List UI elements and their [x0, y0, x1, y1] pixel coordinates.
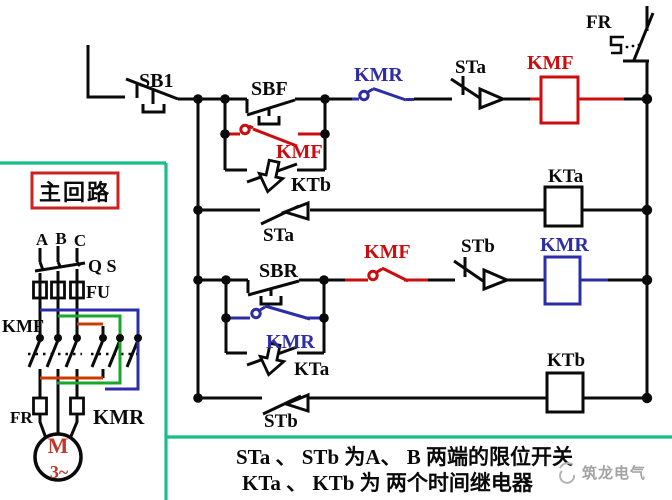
- rung2-wire: [198, 204, 647, 226]
- fuse-c: [69, 280, 85, 300]
- kmr-aux-contact-symbol: [259, 304, 322, 321]
- stb2-roller: [281, 392, 310, 414]
- motor-circle: [33, 432, 83, 482]
- label-sb1: SB1: [139, 70, 173, 92]
- main-labels: 主回路 A B C Q S FU KMF KMR FR M 3~: [2, 180, 145, 482]
- ktb-delay-arrow-icon: [256, 158, 286, 194]
- label-ktb-coil: KTb: [547, 350, 585, 371]
- junction-dots: [193, 43, 653, 404]
- label-ktb-contact: KTb: [291, 174, 331, 196]
- kmf-red-elements: [227, 75, 624, 283]
- label-fr-main: FR: [10, 408, 33, 427]
- sta2-roller: [280, 200, 310, 222]
- label-sta-no: STa: [263, 225, 294, 246]
- kmr-blue-elements: [228, 87, 608, 321]
- label-qs: Q S: [88, 256, 117, 276]
- ktb-coil-box: [545, 371, 585, 414]
- fuse-a: [32, 280, 48, 300]
- kmf-aux-contact-symbol: [248, 124, 323, 148]
- sta1-roller: [478, 86, 507, 111]
- motor-leads: [38, 390, 79, 442]
- stb-nc-limit-switch-symbol: [453, 257, 487, 285]
- sbf-forward-button-symbol: [245, 98, 296, 126]
- rung4-wire: [198, 394, 647, 416]
- qs-switch-symbol: [34, 261, 86, 273]
- note-line2: KTa 、 KTb 为 两个时间继电器: [242, 471, 534, 495]
- main-title-box: [30, 171, 120, 210]
- label-stb-no: STb: [264, 411, 298, 432]
- label-kmf-aux: KMF: [276, 141, 323, 163]
- time-delay-arrows: [256, 158, 287, 377]
- kmf-coil-box: [539, 75, 580, 125]
- label-kmr-interlock: KMR: [354, 64, 403, 86]
- label-fr-top: FR: [586, 12, 612, 33]
- watermark-logo-icon: [559, 462, 576, 484]
- notes: STa 、 STb 为A、 B 两端的限位开关 KTa 、 KTb 为 两个时间…: [236, 445, 573, 495]
- kta-delay-arrow-icon: [257, 341, 287, 377]
- kmf-interlock-contact-symbol: [376, 266, 428, 283]
- main-circuit-frame: [0, 161, 672, 500]
- label-kmf-interlock: KMF: [364, 241, 411, 263]
- fr-contact-symbol: [623, 6, 655, 99]
- label-phase-a: A: [36, 230, 49, 249]
- green-phase-wire: [57, 314, 122, 385]
- note-line1: STa 、 STb 为A、 B 两端的限位开关: [236, 445, 573, 469]
- label-kta-contact: KTa: [294, 359, 330, 380]
- label-fu: FU: [86, 282, 110, 302]
- fuse-b: [50, 280, 66, 300]
- phase-drops: [38, 246, 79, 262]
- supply-feed-wire: [86, 45, 125, 99]
- label-phase-c: C: [74, 231, 86, 250]
- main-contact-dots: [36, 334, 142, 342]
- label-kmf-coil: KMF: [527, 52, 574, 74]
- watermark: 筑龙电气: [559, 462, 646, 484]
- label-sbr: SBR: [259, 260, 298, 282]
- kmr-interlock-contact-symbol: [367, 87, 414, 102]
- main-wiring: [27, 246, 140, 482]
- blue-phase-wire: [40, 308, 140, 391]
- limit-switch-rollers: [280, 86, 511, 414]
- kmr-coil-box: [543, 255, 582, 306]
- label-sbf: SBF: [251, 78, 288, 100]
- label-stb-nc: STb: [461, 236, 495, 257]
- label-phase-b: B: [55, 229, 66, 248]
- label-kta-coil: KTa: [548, 166, 584, 187]
- label-sta-nc: STa: [455, 57, 486, 78]
- main-circuit-title: 主回路: [39, 180, 111, 205]
- label-kmr-main: KMR: [93, 405, 145, 429]
- label-kmr-coil: KMR: [540, 234, 589, 256]
- fr-heater-hook: [609, 35, 624, 55]
- sbr-reverse-button-symbol: [246, 279, 300, 306]
- orange-phase-wire: [40, 322, 103, 380]
- watermark-text: 筑龙电气: [581, 464, 646, 482]
- sb1-stop-button-symbol: [125, 77, 179, 114]
- stb1-roller: [482, 267, 511, 292]
- motor-phase-mark: 3~: [50, 462, 69, 482]
- timer-coils: [543, 185, 585, 414]
- fr-heater-c: [69, 396, 85, 416]
- label-kmr-aux: KMR: [266, 331, 315, 353]
- kta-coil-box: [543, 185, 584, 228]
- fr-heater-a: [32, 396, 48, 416]
- control-labels: FR SB1 SBF KMF KTb KMR STa KMF STa KTa S…: [139, 12, 612, 432]
- label-kmf-main: KMF: [2, 316, 44, 336]
- motor-letter: M: [48, 433, 69, 458]
